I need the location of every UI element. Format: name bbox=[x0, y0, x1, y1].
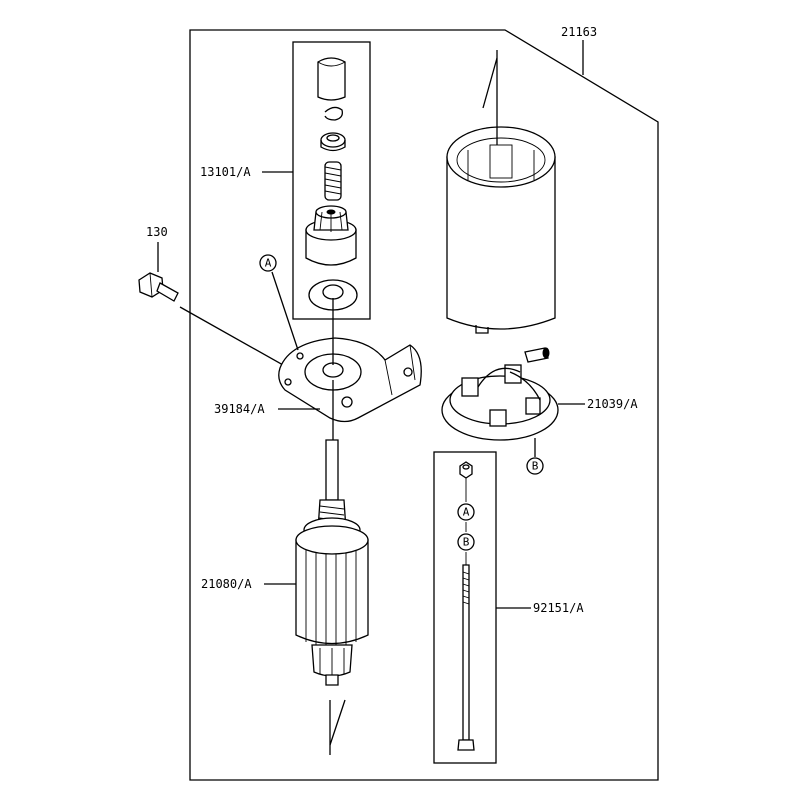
stop-cap bbox=[317, 57, 346, 101]
yoke-housing bbox=[446, 126, 556, 334]
ref-b-label: B bbox=[463, 536, 470, 549]
ref-a-label: A bbox=[463, 506, 470, 519]
leader-ref-a-top bbox=[271, 271, 299, 351]
ref-circle-b-top: B bbox=[526, 457, 544, 475]
stop-collar bbox=[320, 132, 346, 152]
nut bbox=[459, 461, 473, 479]
circlip bbox=[324, 106, 343, 121]
flange-bolt bbox=[138, 272, 179, 302]
label-starter-assembly: 21163 bbox=[561, 25, 597, 39]
ref-a-label: A bbox=[265, 257, 272, 270]
ref-circle-b-bottom: B bbox=[457, 533, 475, 551]
pinion-gear bbox=[305, 205, 357, 266]
assembly-frame bbox=[189, 29, 659, 781]
direction-line-top-diag bbox=[482, 57, 498, 109]
pinion-kit-box bbox=[292, 41, 371, 320]
label-through-bolt: 92151/A bbox=[533, 601, 584, 615]
direction-line-bottom-diag bbox=[329, 699, 346, 746]
armature bbox=[295, 439, 369, 686]
pinion-spring bbox=[324, 161, 342, 201]
ref-b-label: B bbox=[532, 460, 539, 473]
ref-circle-a-bottom: A bbox=[457, 503, 475, 521]
through-bolt bbox=[457, 564, 475, 751]
label-bolt: 130 bbox=[146, 225, 168, 239]
brush-holder bbox=[441, 347, 559, 441]
label-pinion-kit: 13101/A bbox=[200, 165, 251, 179]
label-brush-holder: 21039/A bbox=[587, 397, 638, 411]
label-armature: 21080/A bbox=[201, 577, 252, 591]
label-front-bracket: 39184/A bbox=[214, 402, 265, 416]
ref-circle-a-top: A bbox=[259, 254, 277, 272]
